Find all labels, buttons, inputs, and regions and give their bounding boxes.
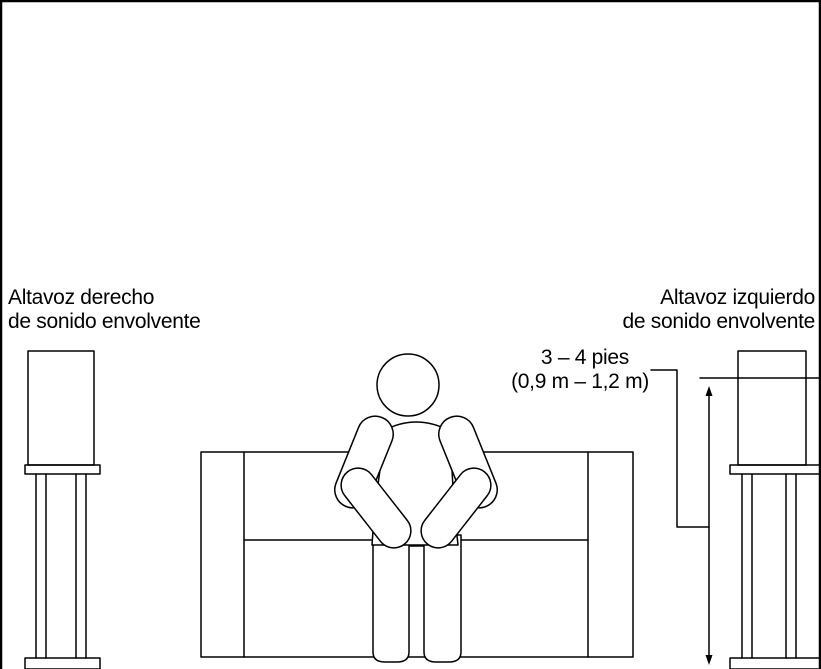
left-surround-speaker-label: Altavoz izquierdo de sonido envolvente bbox=[623, 286, 816, 334]
head bbox=[376, 353, 440, 417]
height-dimension-indicator bbox=[650, 369, 821, 661]
seated-person bbox=[334, 353, 498, 663]
left-leg bbox=[372, 534, 410, 663]
dimension-leader-line bbox=[650, 369, 710, 528]
left-speaker bbox=[24, 350, 101, 669]
dimension-label-meters: (0,9 m – 1,2 m) bbox=[511, 370, 649, 393]
right-label-line2: de sonido envolvente bbox=[622, 310, 816, 333]
height-dimension-label: 3 – 4 pies (0,9 m – 1,2 m) bbox=[511, 346, 649, 394]
left-label-line1: Altavoz derecho bbox=[8, 286, 155, 309]
right-leg bbox=[423, 534, 462, 663]
dimension-label-feet: 3 – 4 pies bbox=[540, 346, 629, 369]
right-stand-top-plate bbox=[729, 464, 821, 475]
right-surround-speaker-label: Altavoz derecho de sonido envolvente bbox=[8, 286, 201, 334]
arrowhead-down bbox=[705, 655, 713, 665]
right-stand-base bbox=[729, 657, 821, 669]
arrowhead-up bbox=[705, 386, 713, 396]
left-label-line2: de sonido envolvente bbox=[8, 310, 201, 333]
right-label-line1: Altavoz izquierdo bbox=[660, 286, 815, 309]
right-forearm bbox=[420, 467, 492, 549]
left-speaker-cabinet bbox=[27, 350, 95, 466]
right-speaker-cabinet bbox=[737, 350, 807, 466]
left-stand-top-plate bbox=[24, 464, 101, 475]
right-speaker bbox=[729, 350, 821, 669]
left-forearm bbox=[340, 467, 412, 549]
left-stand-base bbox=[24, 657, 101, 669]
